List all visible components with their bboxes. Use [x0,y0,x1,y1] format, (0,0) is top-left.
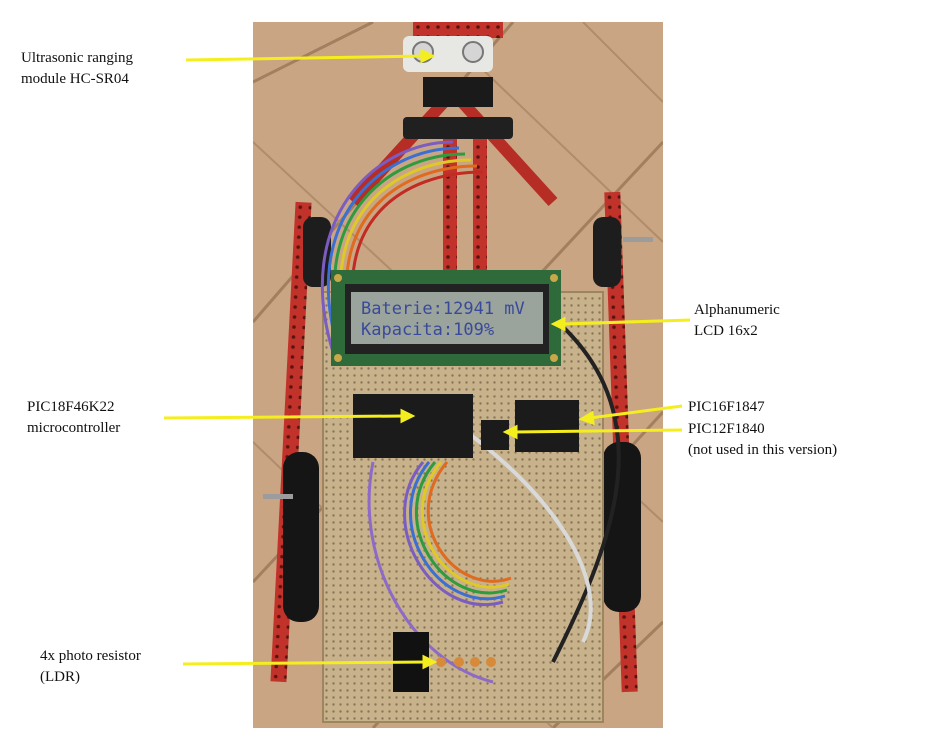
arrow-pic12 [513,428,683,434]
pic16-chip [515,400,579,452]
lcd-module: Baterie:12941 mV Kapacita:109% [331,270,561,366]
label-lcd-line1: Alphanumeric [694,302,780,318]
label-lcd: Alphanumeric LCD 16x2 [694,300,780,342]
label-ultrasonic-line2: module HC-SR04 [21,71,129,87]
pic18-chip [353,394,473,458]
label-pic16-line1: PIC16F1847 [688,399,765,415]
lcd-row-2: Kapacita:109% [361,320,494,340]
label-pic16: PIC16F1847 [688,397,765,418]
pic12-chip [481,420,509,450]
label-pic12-line1: PIC12F1840 [688,421,765,437]
arrow-lcd [561,318,691,326]
label-lcd-line2: LCD 16x2 [694,323,758,339]
label-pic12-line2: (not used in this version) [688,442,838,458]
arrow-ldr [182,660,427,666]
arrow-pic16 [589,404,683,420]
wheels [263,217,653,622]
label-ldr-line1: 4x photo resistor [40,648,141,664]
label-pic18-line2: microcontroller [27,420,121,436]
label-ultrasonic: Ultrasonic ranging module HC-SR04 [21,48,133,90]
label-ldr: 4x photo resistor (LDR) [40,646,141,688]
label-pic18: PIC18F46K22 microcontroller [27,397,120,439]
arrow-ultrasonic [185,54,425,62]
lcd-row-1: Baterie:12941 mV [361,299,525,319]
label-ultrasonic-line1: Ultrasonic ranging [21,50,134,66]
robot-photo: Baterie:12941 mV Kapacita:109% [253,22,663,728]
arrow-pic18 [163,414,405,420]
label-ldr-line2: (LDR) [40,669,80,685]
label-pic18-line1: PIC18F46K22 [27,399,115,415]
label-pic12: PIC12F1840 (not used in this version) [688,419,837,461]
